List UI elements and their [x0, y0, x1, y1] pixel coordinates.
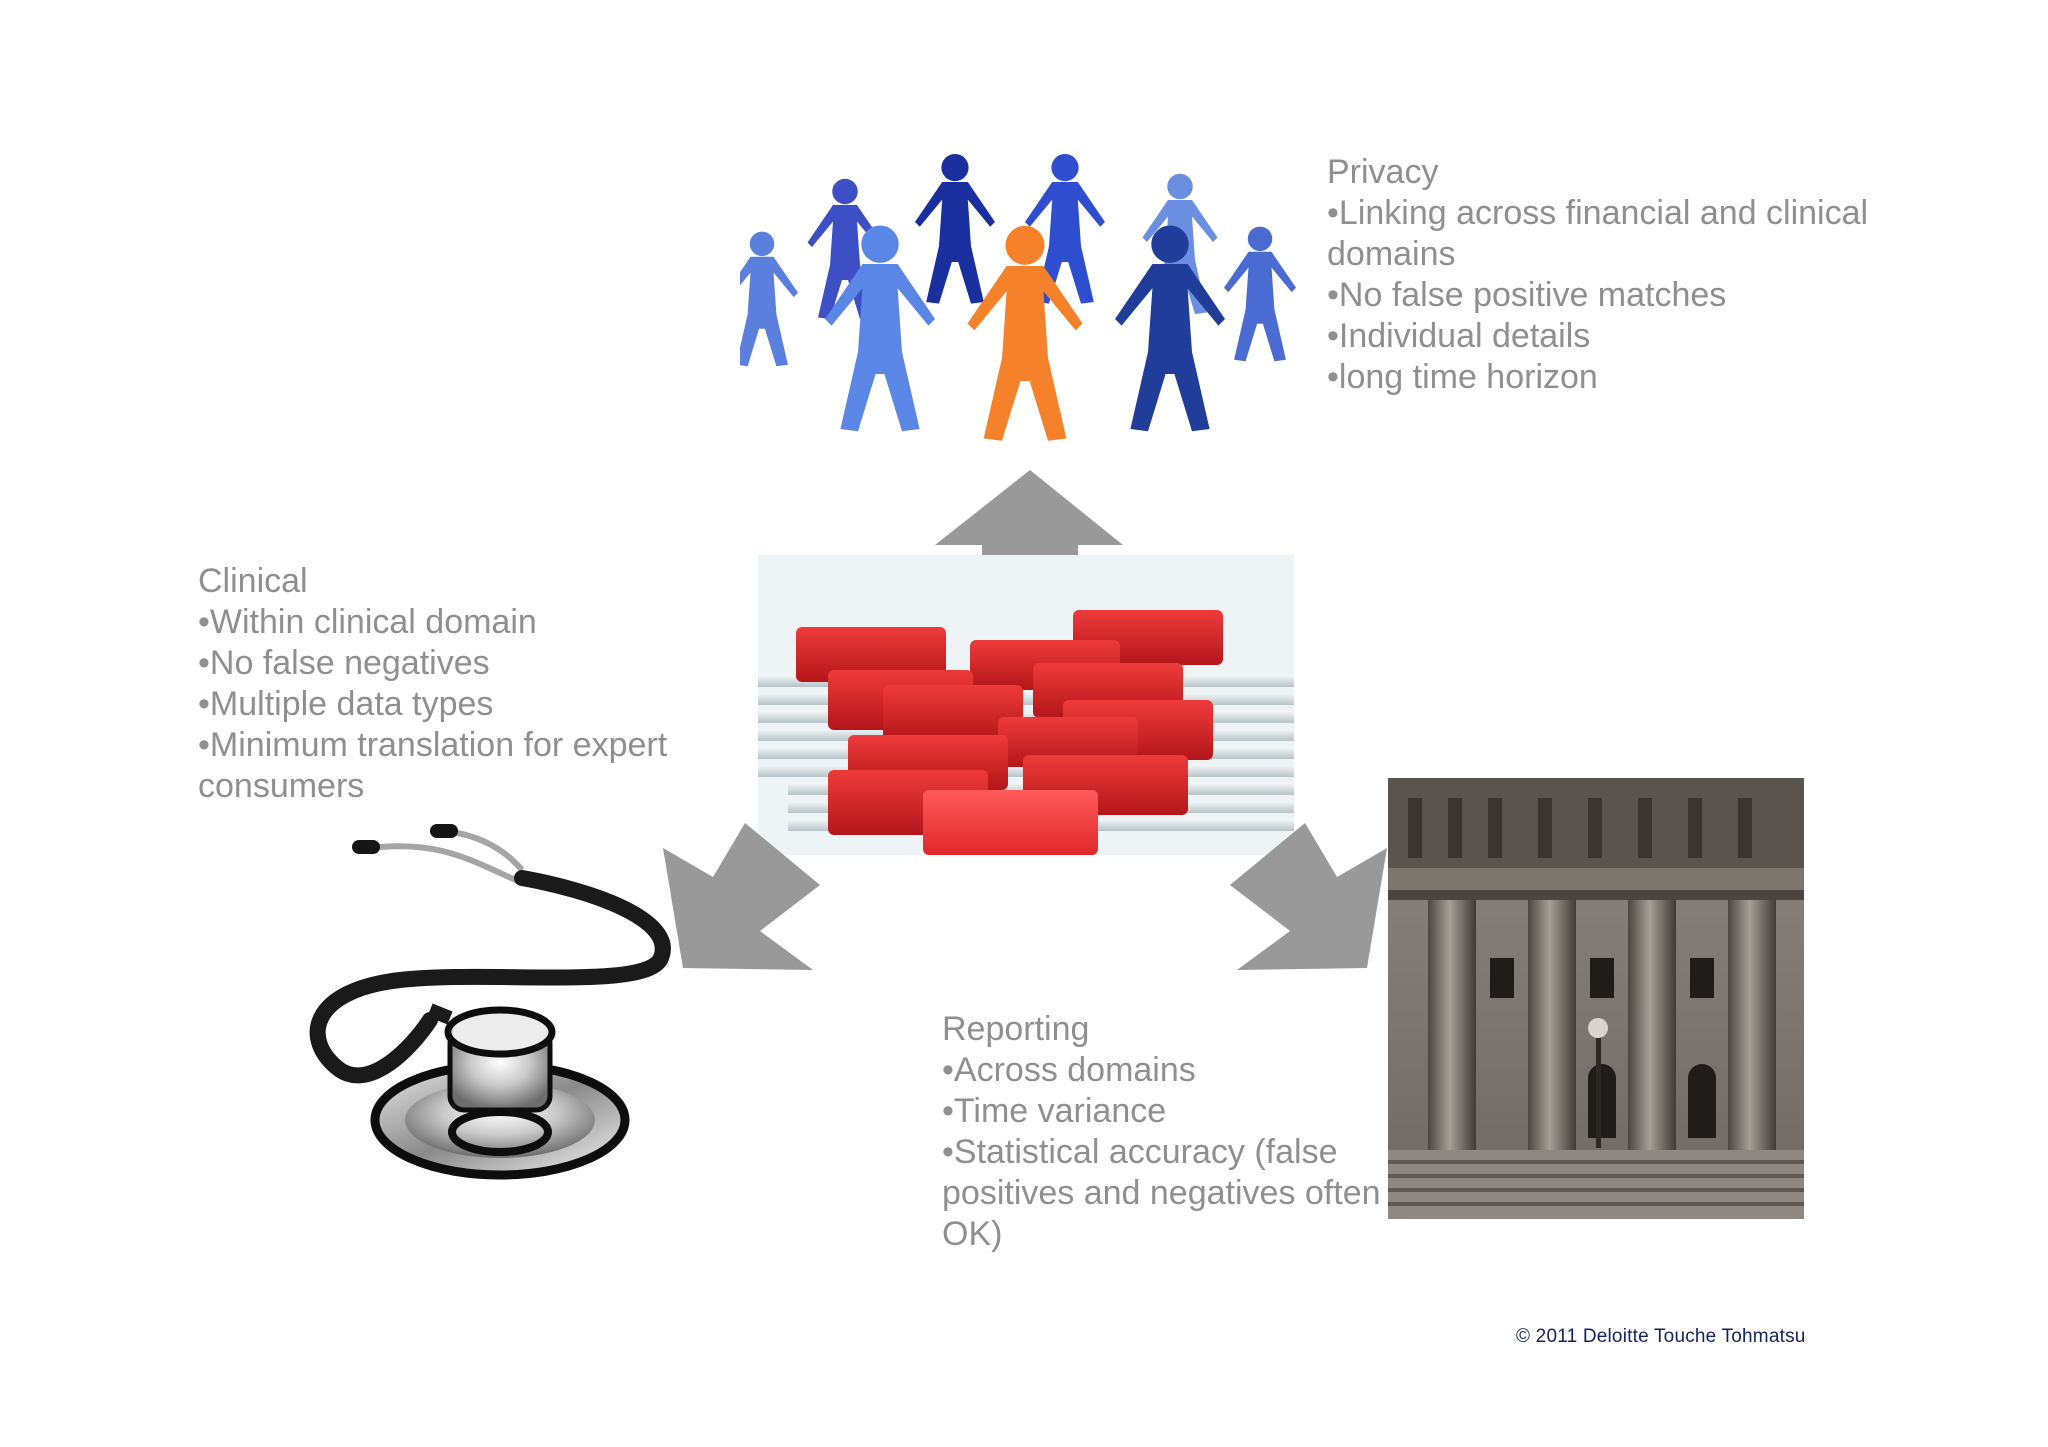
people-circle-icon: [740, 130, 1340, 460]
stethoscope-icon: [290, 820, 690, 1180]
privacy-bullet: •long time horizon: [1327, 358, 1598, 396]
privacy-bullet: •No false positive matches: [1327, 276, 1727, 314]
copyright-footer: © 2011 Deloitte Touche Tohmatsu: [1516, 1326, 1806, 1347]
reporting-bullet: •Time variance: [942, 1092, 1167, 1130]
privacy-bullet: •Linking across financial and clinical d…: [1327, 194, 1869, 273]
clinical-text-block: Clinical •Within clinical domain •No fal…: [198, 561, 718, 807]
reporting-text-block: Reporting •Across domains •Time variance…: [942, 1009, 1392, 1255]
government-building-icon: [1388, 778, 1804, 1219]
clinical-bullet: •No false negatives: [198, 644, 490, 682]
reporting-bullet: •Statistical accuracy (false positives a…: [942, 1133, 1381, 1253]
reporting-heading: Reporting: [942, 1010, 1090, 1048]
clinical-bullet: •Within clinical domain: [198, 603, 537, 641]
clinical-bullet: •Minimum translation for expert consumer…: [198, 726, 668, 805]
arrow-down-left-icon: [655, 815, 830, 975]
reporting-bullet: •Across domains: [942, 1051, 1196, 1089]
privacy-heading: Privacy: [1327, 153, 1439, 191]
privacy-bullet: •Individual details: [1327, 317, 1591, 355]
arrow-down-right-icon: [1220, 815, 1395, 975]
privacy-text-block: Privacy •Linking across financial and cl…: [1327, 152, 1967, 398]
clinical-bullet: •Multiple data types: [198, 685, 494, 723]
red-folder-tabs-icon: [758, 555, 1294, 855]
clinical-heading: Clinical: [198, 562, 308, 600]
